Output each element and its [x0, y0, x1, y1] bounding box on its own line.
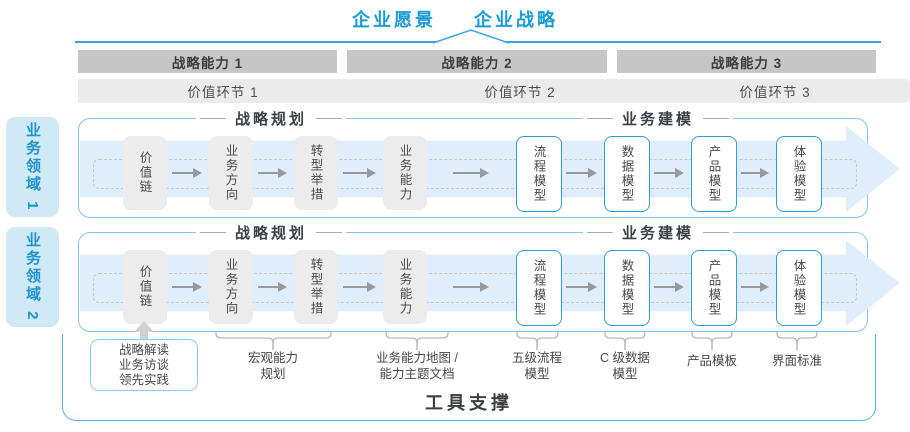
arrow-right-icon: [566, 282, 597, 292]
arrow-right-icon: [566, 168, 597, 178]
dashed-track: [93, 273, 857, 303]
diagram-title: 企业愿景 企业战略: [0, 6, 910, 32]
lane-domain-1: 战略规划 业务建模 价值链 业务方向 转型举措 业务能力 流程模型 数据模型 产…: [78, 108, 900, 218]
brace-process-model: [516, 331, 538, 350]
capability-segment-3: 战略能力 3: [617, 50, 876, 73]
arrow-right-icon: [654, 282, 684, 292]
node-transformation-initiatives: 转型举措: [294, 136, 338, 210]
node-business-direction: 业务方向: [209, 136, 253, 210]
node-business-capability: 业务能力: [383, 250, 427, 324]
arrow-right-icon: [453, 168, 489, 178]
brace-product-template: [711, 331, 733, 350]
arrow-right-icon: [172, 282, 202, 292]
node-process-model: 流程模型: [516, 250, 562, 326]
value-link-segment-3: 价值环节 3: [618, 79, 910, 103]
brace-data-model: [624, 331, 646, 350]
tool-support-label: 工具支撑: [425, 393, 513, 413]
node-business-direction: 业务方向: [209, 250, 253, 324]
brace-capability-map: [416, 331, 449, 350]
capability-segment-1: 战略能力 1: [78, 50, 337, 73]
modeling-header: 业务建模: [582, 222, 734, 243]
dashed-track: [93, 159, 857, 189]
node-process-model: 流程模型: [516, 136, 562, 212]
arrow-right-icon: [172, 168, 202, 178]
brace-capability-map: [385, 331, 418, 350]
arrow-right-icon: [258, 282, 287, 292]
capability-segment-2: 战略能力 2: [347, 50, 607, 73]
arrow-right-icon: [258, 168, 287, 178]
node-product-model: 产品模型: [691, 250, 737, 326]
brace-data-model: [604, 331, 626, 350]
node-data-model: 数据模型: [604, 136, 650, 212]
node-business-capability: 业务能力: [383, 136, 427, 210]
domain-tab-2: 业务领域 2: [6, 227, 59, 327]
note-process-model: 五级流程 模型: [511, 351, 563, 381]
note-capability-map: 业务能力地图 / 能力主题文档: [376, 351, 458, 381]
lane-domain-2: 战略规划 业务建模 价值链 业务方向 转型举措 业务能力 流程模型 数据模型 产…: [78, 222, 900, 332]
note-data-model: C 级数据 模型: [599, 351, 651, 381]
arrow-right-icon: [741, 282, 769, 292]
node-transformation-initiatives: 转型举措: [294, 250, 338, 324]
node-experience-model: 体验模型: [776, 136, 822, 212]
arrow-right-icon: [343, 282, 376, 292]
arrow-right-icon: [343, 168, 376, 178]
brace-macro-capability: [272, 331, 332, 350]
strategy-title: 企业战略: [474, 10, 558, 30]
brace-macro-capability: [215, 331, 274, 350]
brace-product-template: [691, 331, 713, 350]
strategy-inputs-note: 战略解读 业务访谈 领先实践: [90, 339, 198, 391]
planning-header: 战略规划: [195, 222, 347, 243]
caret-up-icon: [432, 29, 510, 44]
note-product-template: 产品模板: [686, 354, 738, 368]
brace-ui-standard: [776, 331, 798, 350]
domain-tab-1: 业务领域 1: [6, 117, 59, 217]
brace-ui-standard: [796, 331, 818, 350]
tool-support-container: 工具支撑: [62, 334, 876, 421]
brace-process-model: [536, 331, 559, 350]
note-macro-capability: 宏观能力 规划: [247, 351, 299, 381]
node-data-model: 数据模型: [604, 250, 650, 326]
note-ui-standard: 界面标准: [771, 354, 823, 368]
arrow-up-icon: [134, 321, 154, 332]
vision-title: 企业愿景: [352, 10, 436, 30]
planning-header: 战略规划: [195, 108, 347, 129]
node-product-model: 产品模型: [691, 136, 737, 212]
arrow-up-icon: [140, 331, 148, 340]
value-link-segment-1: 价值环节 1: [78, 79, 394, 103]
modeling-header: 业务建模: [582, 108, 734, 129]
arrow-right-icon: [741, 168, 769, 178]
node-value-chain: 价值链: [123, 136, 167, 210]
arrow-right-icon: [654, 168, 684, 178]
node-experience-model: 体验模型: [776, 250, 822, 326]
arrow-right-icon: [453, 282, 489, 292]
node-value-chain: 价值链: [123, 250, 167, 324]
